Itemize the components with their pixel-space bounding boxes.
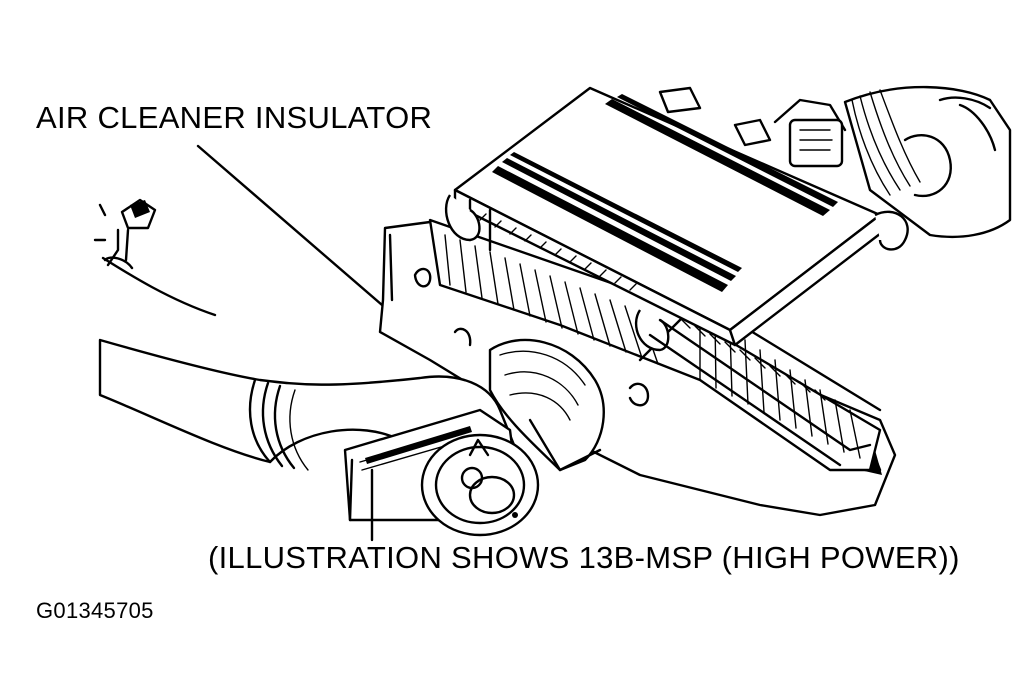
- lower-pipe: [101, 256, 217, 317]
- intake-duct: [658, 85, 1012, 238]
- callout-leader-line: [196, 144, 384, 307]
- mounting-bolt: [93, 198, 157, 270]
- air-cleaner-top-cover: [444, 86, 909, 467]
- figure-id: G01345705: [36, 598, 154, 623]
- callout-label: AIR CLEANER INSULATOR: [36, 100, 433, 135]
- outlet-elbow: [488, 338, 605, 472]
- outlet-port: [420, 433, 540, 537]
- illustration-caption: (ILLUSTRATION SHOWS 13B-MSP (HIGH POWER)…: [208, 540, 960, 575]
